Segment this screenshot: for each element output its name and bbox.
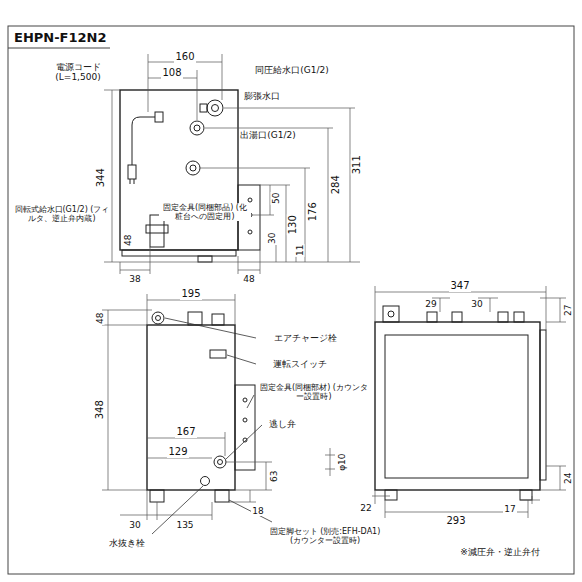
leader-lines bbox=[152, 318, 272, 534]
dimension-label: 48 bbox=[123, 233, 133, 246]
part-label: 運転スイッチ bbox=[272, 359, 328, 369]
dimension-label: 38 bbox=[128, 274, 141, 284]
part-label: 回転式給水口(G1/2) (フィルタ、逆止弁内蔵) bbox=[13, 205, 111, 223]
dimension-label: φ10 bbox=[337, 452, 347, 471]
top-view bbox=[104, 54, 360, 274]
part-label: 固定金具(同梱部品) (化粧台への固定用) bbox=[159, 203, 251, 221]
dimension-label: 293 bbox=[445, 515, 466, 527]
dimension-label: 11 bbox=[295, 243, 305, 256]
dimension-label: 108 bbox=[161, 67, 182, 79]
dimension-label: 30 bbox=[267, 231, 277, 244]
dimension-label: 50 bbox=[271, 191, 281, 204]
dimension-label: 48 bbox=[95, 311, 105, 324]
dimension-label: 347 bbox=[449, 280, 470, 292]
dimension-label: 130 bbox=[287, 214, 299, 235]
dimension-label: 22 bbox=[359, 503, 372, 513]
dimension-label: 18 bbox=[251, 506, 264, 516]
dimension-label: 29 bbox=[424, 299, 437, 309]
part-label: 固定脚セット (別売:EFH-DA1) (カウンター設置時) bbox=[268, 527, 382, 545]
dimension-label: 135 bbox=[175, 520, 194, 530]
part-label: 固定金具(同梱部材) (カウンター設置時) bbox=[257, 383, 371, 401]
dimension-label: 63 bbox=[269, 469, 279, 482]
frame bbox=[8, 26, 574, 574]
dimension-label: 195 bbox=[180, 288, 201, 300]
dimension-label: 348 bbox=[94, 399, 106, 420]
model-title: EHPN-F12N2 bbox=[14, 30, 106, 45]
dimension-label: 344 bbox=[95, 167, 107, 188]
dimension-label: 129 bbox=[167, 446, 188, 458]
dimension-label: 27 bbox=[563, 303, 573, 316]
dimension-label: 160 bbox=[174, 51, 195, 63]
dimension-label: 30 bbox=[470, 299, 483, 309]
part-label: 逃し弁 bbox=[268, 419, 297, 429]
dimension-label: 17 bbox=[503, 504, 516, 514]
side-view bbox=[102, 294, 335, 534]
part-label: 水抜き栓 bbox=[108, 538, 146, 548]
dimension-label: 284 bbox=[330, 174, 342, 195]
dimension-label: 311 bbox=[351, 154, 363, 175]
part-label: 出湯口(G1/2) bbox=[239, 130, 296, 140]
part-label: エアチャージ栓 bbox=[273, 333, 338, 343]
dimension-label: 167 bbox=[175, 426, 196, 438]
dimension-label: 24 bbox=[563, 471, 573, 484]
dimension-label: 48 bbox=[242, 274, 255, 284]
part-label: 同圧給水口(G1/2) bbox=[254, 65, 329, 75]
dimension-label: 30 bbox=[128, 520, 141, 530]
dimension-label: 176 bbox=[307, 201, 319, 222]
part-label: 膨張水口 bbox=[243, 91, 281, 101]
front-view bbox=[372, 286, 566, 518]
part-label: 電源コード (L=1,500) bbox=[45, 62, 111, 83]
title-rule bbox=[8, 48, 110, 49]
part-label: ※減圧弁・逆止弁付 bbox=[459, 547, 541, 557]
